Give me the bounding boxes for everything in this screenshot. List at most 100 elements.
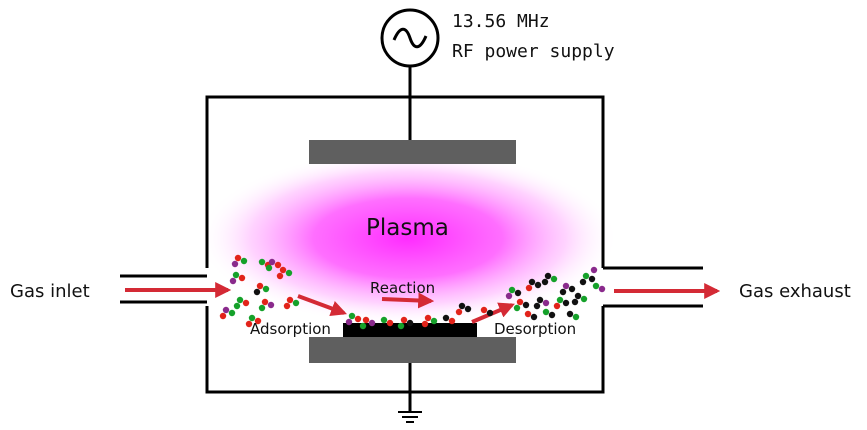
atom (574, 292, 582, 300)
atom (261, 298, 269, 306)
molecule (524, 310, 538, 321)
molecule (513, 298, 530, 312)
atom (559, 288, 567, 296)
atom (556, 296, 564, 304)
atom (544, 272, 552, 280)
atom (386, 319, 394, 327)
atom (421, 320, 429, 328)
atom (242, 299, 250, 307)
atom (530, 313, 538, 321)
molecule (542, 308, 556, 319)
atom (229, 277, 237, 285)
chamber-wall (205, 95, 605, 394)
atom (380, 316, 388, 324)
gas-molecules (219, 254, 606, 330)
molecule (525, 278, 542, 292)
atom (455, 308, 463, 316)
atom (292, 299, 300, 307)
molecule (219, 306, 236, 320)
molecule (380, 316, 394, 327)
atom (258, 304, 266, 312)
atom (233, 302, 241, 310)
atom (424, 314, 432, 322)
atom (562, 282, 570, 290)
atom (582, 272, 590, 280)
molecule (231, 254, 248, 268)
atom (286, 296, 294, 304)
substrate (343, 323, 477, 337)
atom (397, 322, 405, 330)
atom (508, 286, 516, 294)
molecule (480, 306, 494, 317)
plasma-cloud (198, 150, 618, 326)
atom (268, 258, 276, 266)
atom (274, 261, 282, 269)
atom (598, 285, 606, 293)
molecule (533, 296, 550, 310)
atom (524, 310, 532, 318)
molecule (345, 312, 362, 326)
atom (448, 317, 456, 325)
ac-source-icon (380, 8, 440, 68)
molecule (283, 296, 300, 310)
atom (542, 308, 550, 316)
atom (514, 289, 522, 297)
molecule (592, 282, 606, 293)
atom (231, 260, 239, 268)
molecule (265, 258, 282, 272)
atom (513, 304, 521, 312)
atom (571, 298, 579, 306)
plasma-label: Plasma (366, 215, 449, 241)
atom (525, 284, 533, 292)
molecule (442, 314, 456, 325)
atom (486, 309, 494, 317)
atom (256, 282, 264, 290)
atom (541, 278, 549, 286)
atom (562, 299, 570, 307)
molecule (590, 266, 598, 274)
molecule (455, 302, 472, 316)
molecule (579, 272, 596, 286)
atom (234, 254, 242, 262)
adsorption-arrow (297, 294, 348, 317)
atom (219, 312, 227, 320)
gas-exhaust-label: Gas exhaust (739, 281, 851, 302)
molecule (541, 272, 558, 286)
atom (566, 310, 574, 318)
atom (550, 275, 558, 283)
atom (590, 266, 598, 274)
atom (579, 278, 587, 286)
atom (533, 302, 541, 310)
atom (248, 314, 256, 322)
atom (245, 320, 253, 328)
molecule (233, 296, 250, 310)
atom (480, 306, 488, 314)
atom (228, 309, 236, 317)
atom (285, 269, 293, 277)
atom (276, 272, 284, 280)
power-supply-label: RF power supply (452, 41, 615, 62)
atom (240, 257, 248, 265)
atom (400, 316, 408, 324)
reaction-label: Reaction (370, 279, 435, 297)
atom (267, 301, 275, 309)
atom (253, 288, 261, 296)
molecule (276, 266, 293, 280)
reaction-arrow (381, 292, 435, 309)
lower-electrode (309, 337, 516, 363)
molecule (421, 314, 438, 328)
desorption-label: Desorption (494, 320, 576, 338)
atom (236, 296, 244, 304)
atom (406, 319, 414, 327)
atom (279, 266, 287, 274)
atom (262, 285, 270, 293)
atom (580, 295, 588, 303)
atom (588, 275, 596, 283)
molecule (505, 286, 522, 300)
frequency-label: 13.56 MHz (452, 11, 550, 32)
molecule (245, 314, 262, 328)
atom (368, 319, 376, 327)
atom (568, 285, 576, 293)
gas-inlet-pipe (120, 274, 207, 304)
